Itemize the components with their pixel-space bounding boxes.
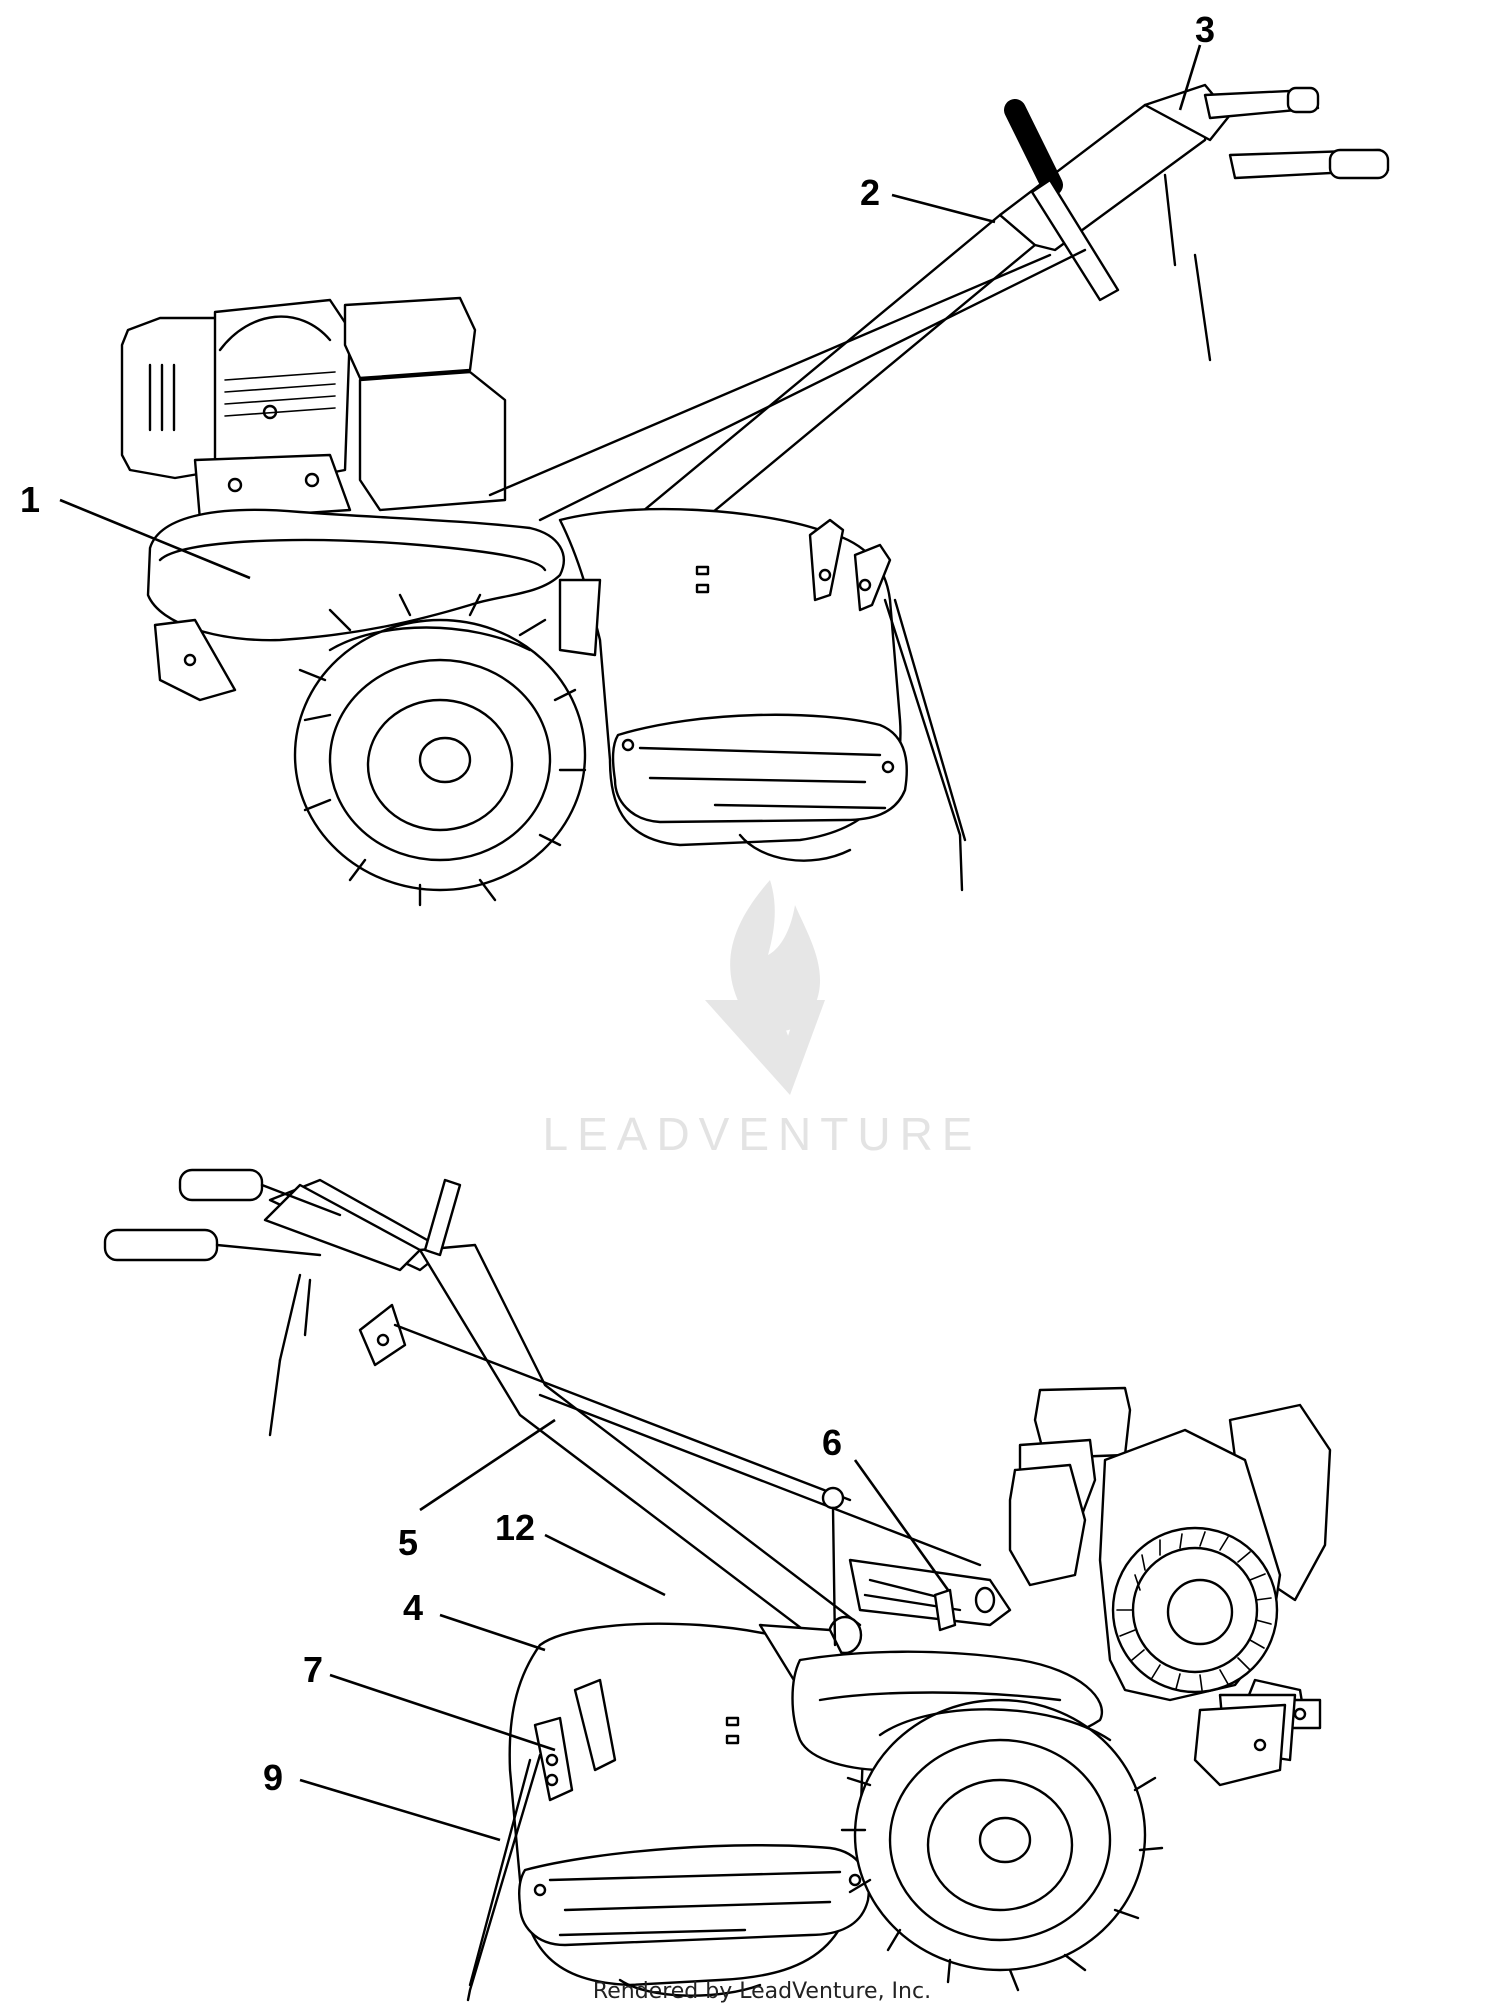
wheel-top (293, 593, 587, 907)
tiller-bottom-view (103, 1168, 1332, 2002)
wheel-bottom (840, 1698, 1164, 1992)
callout-2: 2 (860, 172, 880, 213)
leader-line-6 (853, 1459, 950, 1591)
shift-lever-bottom (821, 1486, 1012, 1647)
leader-line-7 (329, 1673, 556, 1752)
callout-6: 6 (822, 1422, 842, 1463)
watermark-brand-text: LEADVENTURE (543, 1108, 982, 1160)
callout-7: 7 (303, 1649, 323, 1690)
fender-top (146, 508, 602, 702)
callout-1: 1 (20, 479, 40, 520)
callout-3: 3 (1195, 9, 1215, 50)
leader-line-9 (299, 1778, 501, 1842)
leader-line-3 (1178, 44, 1202, 111)
tiller-top-view (59, 44, 1390, 907)
handlebar-top (488, 83, 1390, 587)
tine-hood-top (558, 507, 967, 892)
handlebar-bottom (103, 1168, 982, 1655)
leader-line-12 (544, 1533, 666, 1597)
callout-9: 9 (263, 1757, 283, 1798)
engine-bottom (1008, 1386, 1332, 1762)
engine-top (120, 296, 507, 522)
watermark: LEADVENTURE (543, 880, 982, 1160)
leader-line-2 (891, 193, 996, 224)
leader-line-4 (439, 1613, 546, 1652)
footer-credit: Rendered by LeadVenture, Inc. (593, 1979, 931, 2004)
leader-line-5 (419, 1418, 556, 1512)
callout-12: 12 (495, 1507, 535, 1548)
leader-line-1 (59, 498, 251, 580)
flame-v-logo-icon (705, 880, 825, 1095)
callout-5: 5 (398, 1522, 418, 1563)
callout-4: 4 (403, 1587, 423, 1628)
